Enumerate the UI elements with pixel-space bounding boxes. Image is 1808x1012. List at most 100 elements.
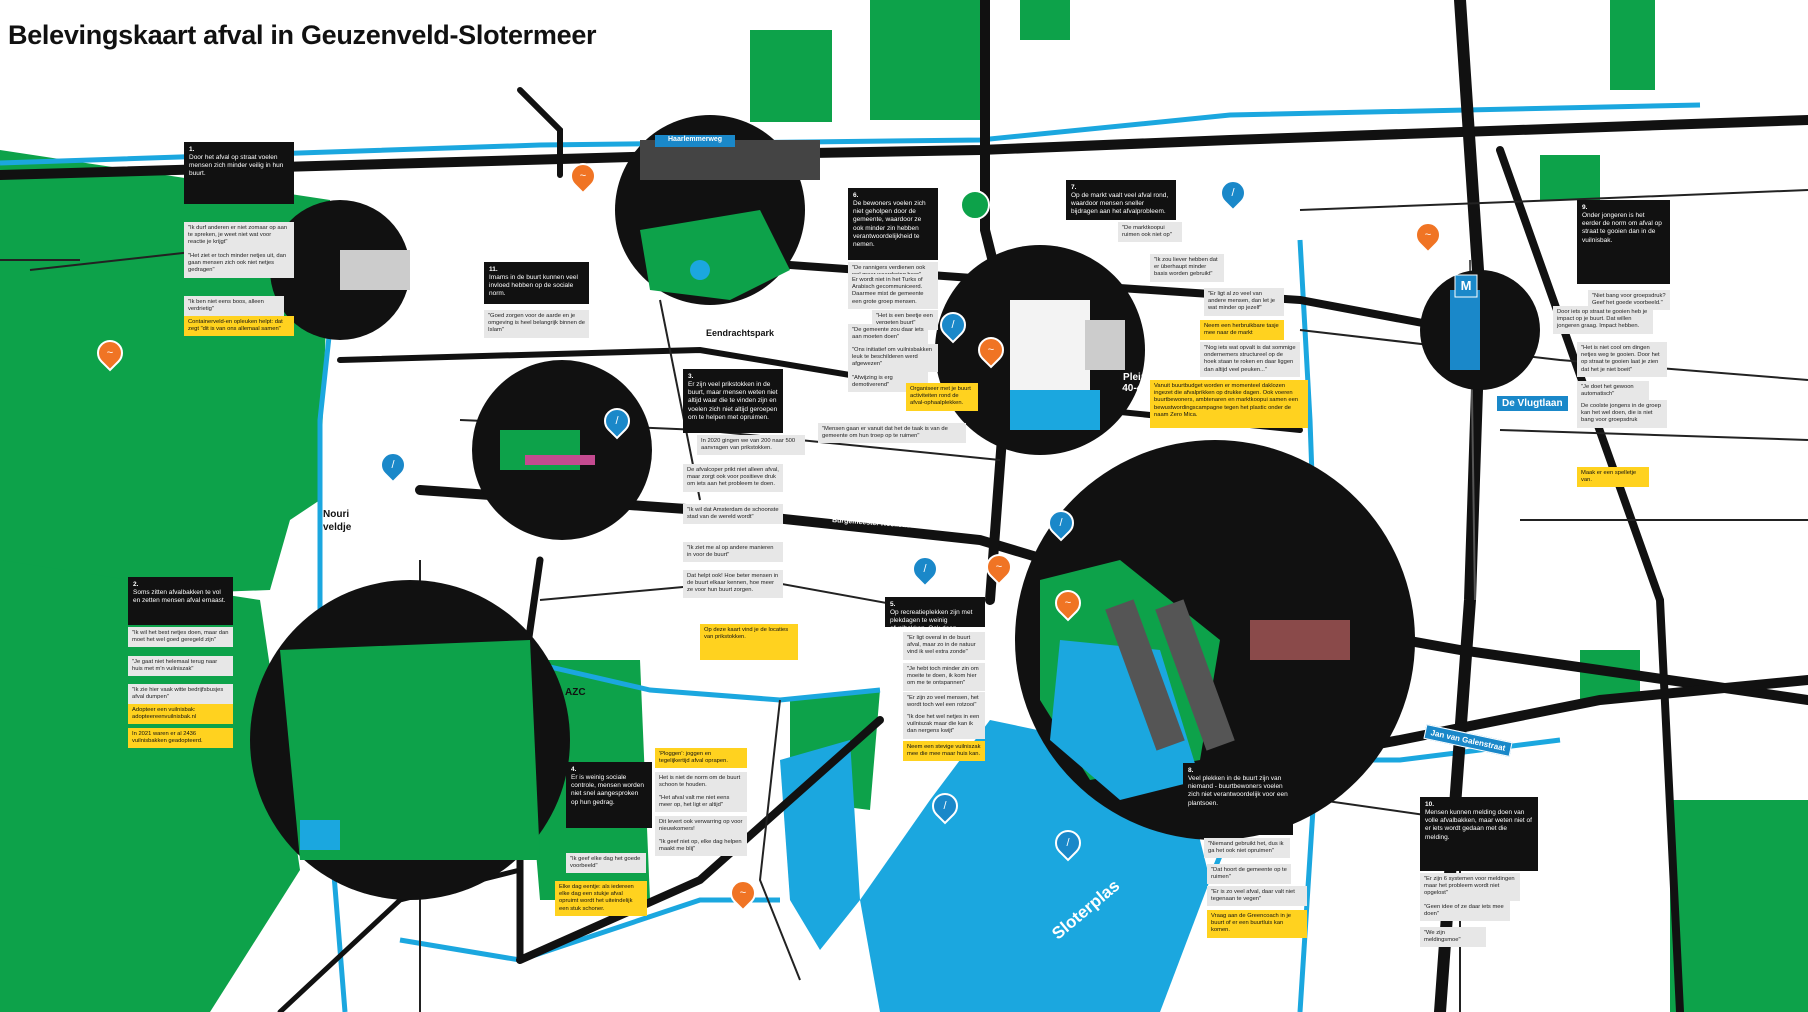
card-text: Soms zitten afvalbakken te vol en zetten… xyxy=(133,589,226,605)
quote-box: Dit levert ook verwarring op voor nieuwk… xyxy=(655,816,747,837)
tip-box: Maak er een spelletje van. xyxy=(1577,467,1649,488)
canal-mid xyxy=(519,657,881,703)
story-card-9: 9. Onder jongeren is het eerder de norm … xyxy=(1577,200,1670,284)
quote-box: Door iets op straat te gooien heb je imp… xyxy=(1553,306,1653,334)
quote-box: "Er is zo veel afval, daar valt niet teg… xyxy=(1207,886,1307,907)
tip-box: Adopteer een vuilnisbak: adopteereenvuil… xyxy=(128,704,233,725)
quote-box: "Mensen gaan er vanuit dat het de taak i… xyxy=(818,423,966,444)
card-number: 4. xyxy=(571,766,577,773)
card-number: 6. xyxy=(853,192,859,199)
story-card-6: 6. De bewoners voelen zich niet geholpen… xyxy=(848,188,938,260)
card-number: 3. xyxy=(688,373,694,380)
story-card-8: 8. Veel plekken in de buurt zijn van nie… xyxy=(1183,763,1293,835)
card-number: 8. xyxy=(1188,767,1194,774)
card-number: 9. xyxy=(1582,204,1588,211)
card-number: 10. xyxy=(1425,801,1435,808)
tip-box: Containerveld-en opleuken helpt: dat zeg… xyxy=(184,316,294,337)
quote-box: "Niet bang voor groepsdruk? Geef het goe… xyxy=(1588,290,1670,311)
quote-box: "Je gaat niet helemaal terug naar huis m… xyxy=(128,656,233,677)
card-number: 1. xyxy=(189,146,195,153)
quote-box: "Ik wil het best netjes doen, maar dan m… xyxy=(128,627,233,648)
card-text: Imams in de buurt kunnen veel invloed he… xyxy=(489,274,578,298)
quote-box: "Ik wil dat Amsterdam de schoonste stad … xyxy=(683,504,783,525)
card-text: Op de markt vaalt veel afval rond, waard… xyxy=(1071,192,1169,216)
quote-box: Er wordt niet in het Turks of Arabisch g… xyxy=(848,274,938,309)
quote-box: "Ik zie hier vaak witte bedrijfsbusjes a… xyxy=(128,684,233,705)
card-text: Er zijn veel prikstokken in de buurt, ma… xyxy=(688,381,778,421)
quote-box: "Er zijn 6 systemen voor meldingen maar … xyxy=(1420,873,1520,901)
story-card-3: 3. Er zijn veel prikstokken in de buurt,… xyxy=(683,369,783,433)
quote-box: "Dat hoort de gemeente op te ruimen" xyxy=(1207,864,1291,885)
quote-box: De coolste jongens in de groep kan het w… xyxy=(1577,400,1667,428)
tip-box: 'Ploggen': joggen en tegelijkertijd afva… xyxy=(655,748,747,769)
quote-box: "Niemand gebruikt het, dus ik ga het ook… xyxy=(1204,838,1290,859)
card-text: Veel plekken in de buurt zijn van nieman… xyxy=(1188,775,1288,807)
label-vlugtlaan: De Vlugtlaan xyxy=(1496,395,1569,412)
park-east-bottom xyxy=(1670,800,1808,1012)
park-north-far xyxy=(1020,0,1070,40)
story-card-10: 10. Mensen kunnen melding doen van volle… xyxy=(1420,797,1538,871)
quote-box: "Er zijn zo veel mensen, het wordt toch … xyxy=(903,692,985,713)
card-text: Door het afval op straat voelen mensen z… xyxy=(189,154,284,178)
tip-box: Op deze kaart vind je de locaties van pr… xyxy=(700,624,798,660)
park-west xyxy=(0,150,330,600)
label-eendrachtspark: Eendrachtspark xyxy=(706,328,775,338)
label-plein: Plein 40-45 xyxy=(1122,372,1148,394)
page-title: Belevingskaart afval in Geuzenveld-Slote… xyxy=(8,20,597,50)
quote-box: "De gemeente zou daar iets aan moeten do… xyxy=(848,324,928,345)
park-north xyxy=(750,30,832,122)
road-diag-north xyxy=(517,87,563,178)
story-card-11: 11. Imams in de buurt kunnen veel invloe… xyxy=(484,262,589,304)
quote-box: De afvalcoper prikt niet alleen afval, m… xyxy=(683,464,783,492)
road-south xyxy=(516,716,884,964)
park-east xyxy=(1540,155,1600,200)
tip-box: Neem een stevige vuilniszak mee die mee … xyxy=(903,741,985,762)
vignette2-park xyxy=(280,640,540,860)
quote-box: Het is niet de norm om de buurt schoon t… xyxy=(655,772,747,793)
tip-box: In 2021 waren er al 2436 vuilnisbakken g… xyxy=(128,728,233,749)
card-text: Onder jongeren is het eerder de norm om … xyxy=(1582,212,1662,244)
quote-box: "Het is niet cool om dingen netjes weg t… xyxy=(1577,342,1667,377)
quote-box: "We zijn meldingsmoe" xyxy=(1420,927,1486,948)
quote-box: "Ik doe het wel netjes in een vuilniszak… xyxy=(903,711,985,739)
card-number: 11. xyxy=(489,266,498,273)
park-north-east xyxy=(870,0,990,120)
card-text: De bewoners voelen zich niet geholpen do… xyxy=(853,200,926,248)
story-card-4: 4. Er is weinig sociale controle, mensen… xyxy=(566,762,652,828)
quote-box: "Nog iets wat opvalt is dat sommige onde… xyxy=(1200,342,1300,377)
quote-box: "Het ziet er toch minder netjes uit, dan… xyxy=(184,250,294,278)
label-haarlemmerweg: Haarlemmerweg xyxy=(668,136,723,143)
card-number: 7. xyxy=(1071,184,1077,191)
tip-box: Vanuit buurtbudget worden er momenteel d… xyxy=(1150,380,1308,428)
quote-box: "Ik zou liever hebben dat er überhaupt m… xyxy=(1150,254,1224,282)
quote-box: "Het afval valt me niet eens meer op, he… xyxy=(655,792,747,813)
story-card-2: 2. Soms zitten afvalbakken te vol en zet… xyxy=(128,577,233,625)
story-card-1: 1. Door het afval op straat voelen mense… xyxy=(184,142,294,204)
metro-icon: M xyxy=(1460,278,1472,293)
label-nouri: Nouri veldje xyxy=(323,509,352,533)
quote-box: In 2020 gingen we van 200 naar 500 aanvr… xyxy=(697,435,805,456)
card-number: 2. xyxy=(133,581,139,588)
quote-box: "Ik ben niet eens boos, alleen verdrieti… xyxy=(184,296,284,317)
quote-box: "Er ligt al zo veel van andere mensen, d… xyxy=(1204,288,1284,316)
quote-box: "Ik geef elke dag het goede voorbeeld" xyxy=(566,853,646,874)
tip-box: Vraag aan de Greencoach in je buurt of e… xyxy=(1207,910,1307,938)
eendrachtspark-green xyxy=(640,210,790,300)
tip-box: Elke dag eentje: als iedereen elke dag e… xyxy=(555,881,647,916)
quote-box: "Er ligt overal in de buurt afval, maar … xyxy=(903,632,985,660)
park-top-right xyxy=(1610,0,1655,90)
story-card-7: 7. Op de markt vaalt veel afval rond, wa… xyxy=(1066,180,1176,220)
tip-box: Neem een herbruikbare tasje mee naar de … xyxy=(1200,320,1284,341)
haarlemmerweg-sign xyxy=(655,135,735,147)
quote-box: "Je doet het gewoon automatisch" xyxy=(1577,381,1649,402)
tip-box: Organiseer met je buurt activiteiten ron… xyxy=(906,383,978,411)
quote-box: "Je hebt toch minder zin om moeite te do… xyxy=(903,663,985,691)
card-number: 5. xyxy=(890,601,896,608)
quote-box: "De marktkoopui ruimen ook niet op" xyxy=(1118,222,1182,243)
vignette-details xyxy=(280,135,1480,860)
quote-box: "Goed zorgen voor de aarde en je omgevin… xyxy=(484,310,589,338)
card-text: Mensen kunnen melding doen van volle afv… xyxy=(1425,809,1532,841)
story-card-5: 5. Op recreatieplekken zijn met plekdage… xyxy=(885,597,985,649)
quote-box: Dat helpt ook! Hoe beter mensen in de bu… xyxy=(683,570,783,598)
quote-box: "Ik ziet me al op andere manieren in voo… xyxy=(683,542,783,563)
